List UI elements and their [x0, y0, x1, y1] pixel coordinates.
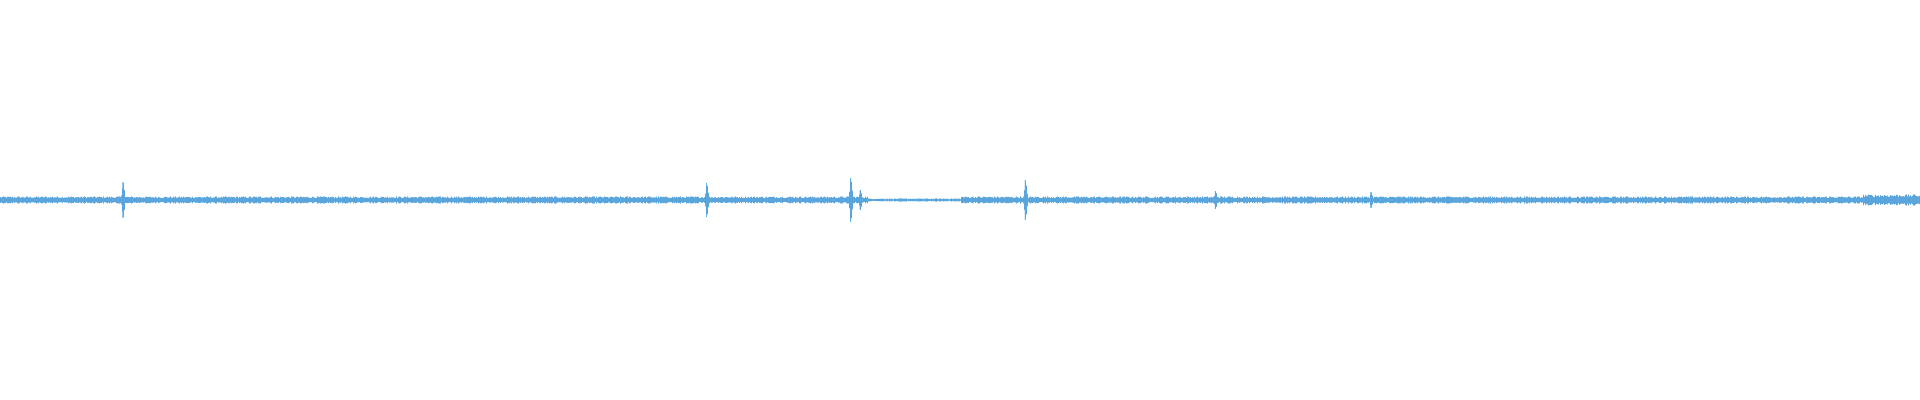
audio-waveform[interactable] — [0, 0, 1920, 400]
audio-waveform-view[interactable] — [0, 0, 1920, 400]
